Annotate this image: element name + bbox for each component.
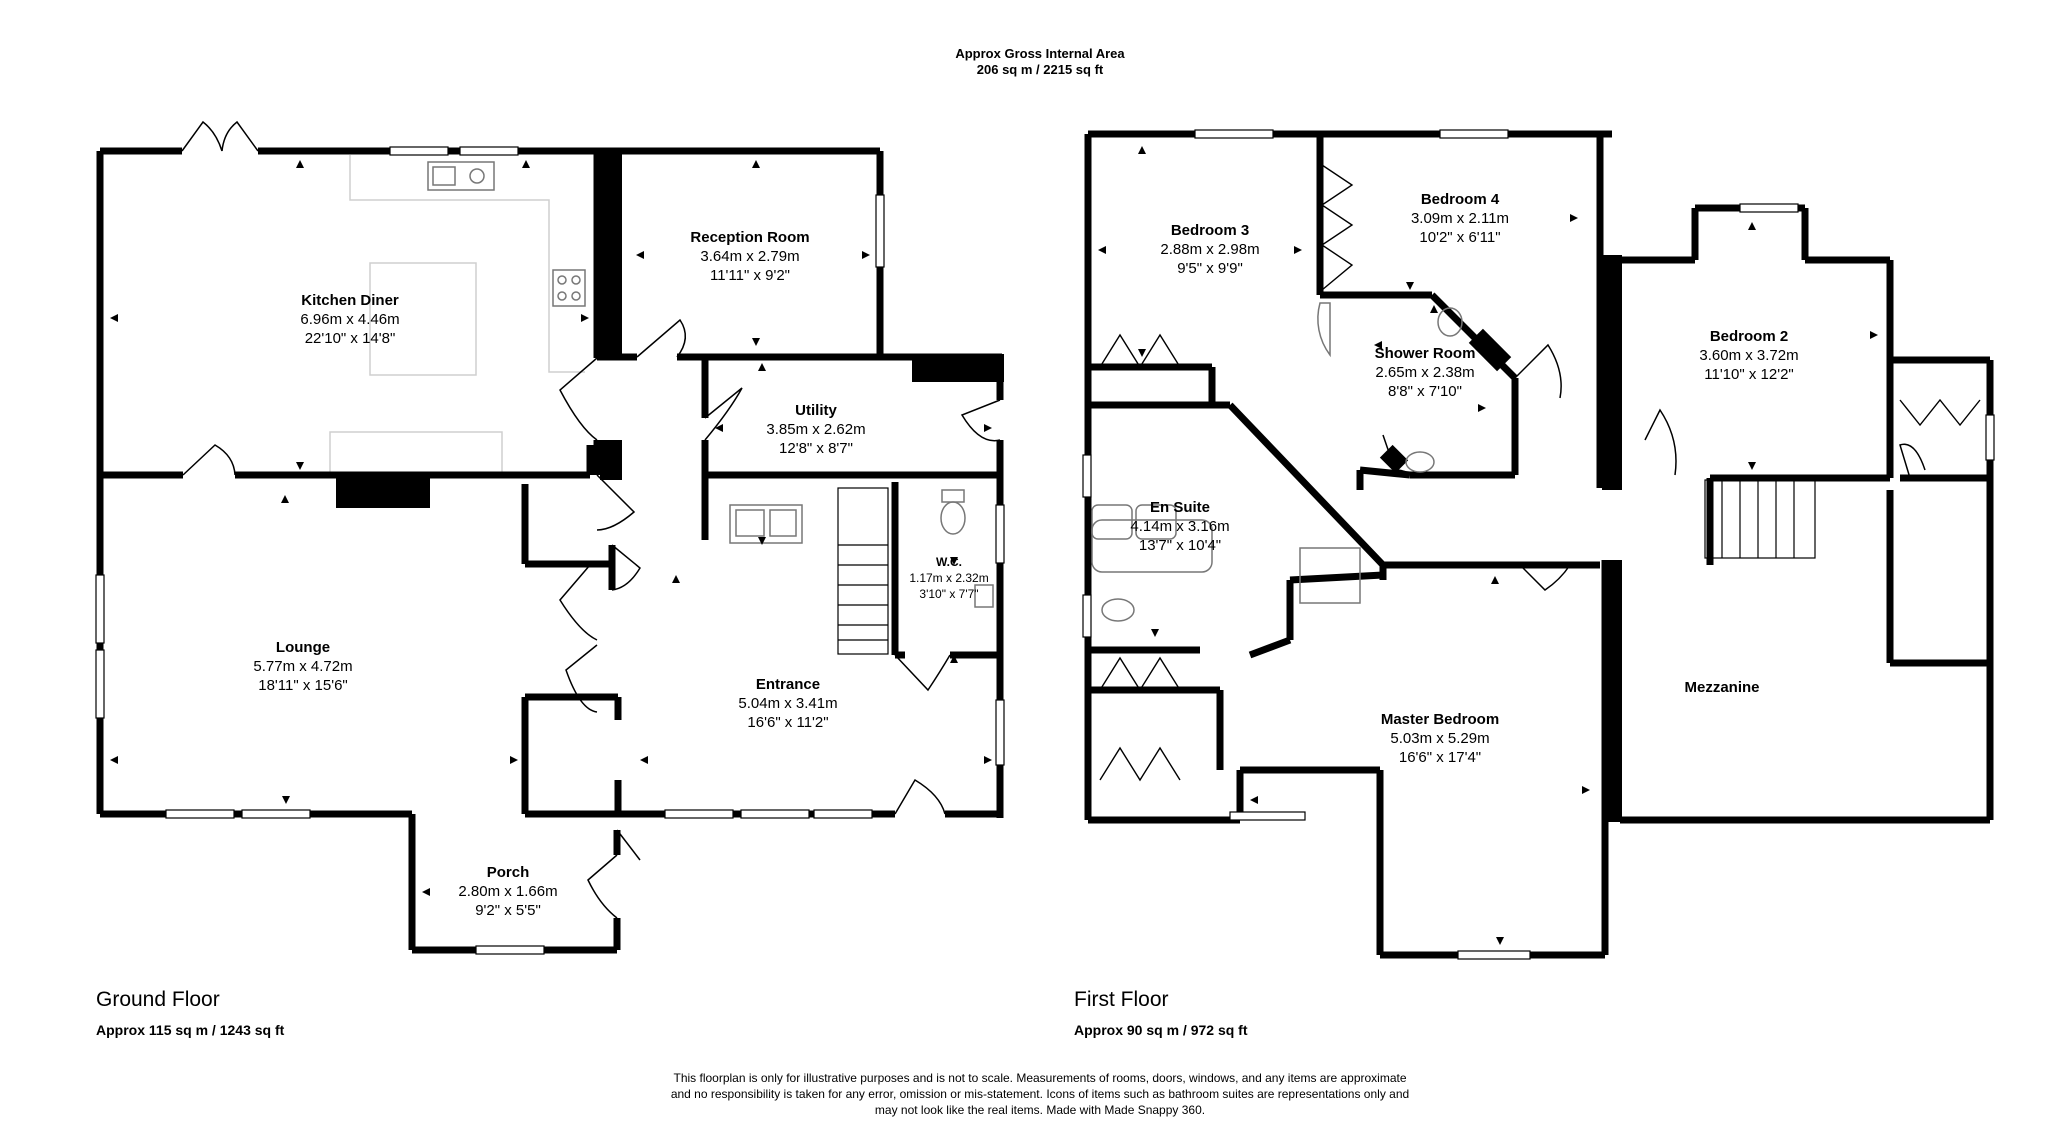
hob-icon bbox=[552, 269, 586, 307]
bathroom-fixtures bbox=[1091, 302, 1463, 622]
room-name: Reception Room bbox=[690, 229, 810, 246]
first-floor-title: First Floor bbox=[1074, 988, 1169, 1011]
room-imperial: 11'11" x 9'2" bbox=[709, 267, 791, 284]
room-mezzanine: Mezzanine bbox=[1684, 678, 1759, 697]
room-reception: Reception Room 3.64m x 2.79m 11'11" x 9'… bbox=[690, 228, 809, 285]
shower-pillar bbox=[1468, 328, 1512, 372]
room-imperial: 12'8" x 8'7" bbox=[779, 440, 853, 457]
room-metric: 1.17m x 2.32m bbox=[909, 571, 989, 585]
room-imperial: 10'2" x 6'11" bbox=[1419, 229, 1501, 246]
room-entrance: Entrance 5.04m x 3.41m 16'6" x 11'2" bbox=[738, 675, 837, 732]
room-wc: W.C. 1.17m x 2.32m 3'10" x 7'7" bbox=[909, 554, 988, 602]
sink-icon bbox=[427, 161, 495, 191]
wall-arrows bbox=[110, 160, 992, 896]
disclaimer: This floorplan is only for illustrative … bbox=[671, 1070, 1409, 1118]
room-metric: 2.65m x 2.38m bbox=[1375, 364, 1475, 381]
ground-floor-title: Ground Floor bbox=[96, 988, 220, 1011]
room-name: Bedroom 4 bbox=[1420, 191, 1500, 208]
room-imperial: 16'6" x 11'2" bbox=[747, 714, 829, 731]
ground-walls bbox=[96, 147, 1004, 954]
room-bedroom-3: Bedroom 3 2.88m x 2.98m 9'5" x 9'9" bbox=[1160, 221, 1259, 278]
first-windows bbox=[1082, 129, 1995, 960]
room-name: Bedroom 3 bbox=[1170, 222, 1250, 239]
room-metric: 3.60m x 3.72m bbox=[1699, 347, 1799, 364]
room-metric: 2.88m x 2.98m bbox=[1160, 241, 1260, 258]
room-metric: 5.03m x 5.29m bbox=[1390, 730, 1490, 747]
disclaimer-line: This floorplan is only for illustrative … bbox=[673, 1071, 1407, 1085]
room-name: Mezzanine bbox=[1684, 679, 1760, 696]
structural-wall-2 bbox=[1602, 560, 1622, 822]
structural-wall bbox=[1602, 255, 1622, 490]
stairs-ground bbox=[837, 487, 889, 655]
room-metric: 2.80m x 1.66m bbox=[458, 883, 558, 900]
room-name: Kitchen Diner bbox=[301, 292, 399, 309]
room-shower: Shower Room 2.65m x 2.38m 8'8" x 7'10" bbox=[1375, 344, 1476, 401]
room-utility: Utility 3.85m x 2.62m 12'8" x 8'7" bbox=[766, 401, 865, 458]
room-imperial: 11'10" x 12'2" bbox=[1704, 366, 1794, 383]
ground-floor-area: Approx 115 sq m / 1243 sq ft bbox=[96, 1022, 285, 1038]
fireplace bbox=[336, 478, 430, 508]
stairs-first bbox=[1704, 479, 1816, 559]
wc-toilet-icon bbox=[940, 489, 994, 608]
room-name: Bedroom 2 bbox=[1709, 328, 1789, 345]
room-metric: 5.04m x 3.41m bbox=[738, 695, 838, 712]
room-name: En Suite bbox=[1149, 499, 1210, 516]
room-lounge: Lounge 5.77m x 4.72m 18'11" x 15'6" bbox=[253, 638, 352, 695]
chimney-breast bbox=[600, 151, 622, 358]
room-imperial: 9'5" x 9'9" bbox=[1177, 260, 1243, 277]
room-bedroom-2: Bedroom 2 3.60m x 3.72m 11'10" x 12'2" bbox=[1699, 327, 1798, 384]
room-name: Master Bedroom bbox=[1380, 711, 1500, 728]
room-imperial: 18'11" x 15'6" bbox=[258, 677, 348, 694]
ground-windows bbox=[95, 146, 1005, 955]
room-en-suite: En Suite 4.14m x 3.16m 13'7" x 10'4" bbox=[1130, 498, 1229, 555]
first-floor-plan bbox=[1082, 129, 1995, 960]
room-name: Utility bbox=[795, 402, 837, 419]
room-imperial: 9'2" x 5'5" bbox=[475, 902, 541, 919]
disclaimer-line: and no responsibility is taken for any e… bbox=[670, 1087, 1410, 1101]
chimney-breast-lower bbox=[600, 440, 622, 480]
disclaimer-line: may not look like the real items. Made w… bbox=[874, 1103, 1206, 1117]
room-name: Shower Room bbox=[1374, 345, 1476, 362]
room-metric: 3.09m x 2.11m bbox=[1410, 210, 1510, 227]
wardrobes bbox=[1099, 164, 1981, 782]
room-name: Entrance bbox=[755, 676, 821, 693]
room-imperial: 22'10" x 14'8" bbox=[304, 330, 396, 347]
utility-sink-icon bbox=[729, 504, 803, 544]
room-metric: 5.77m x 4.72m bbox=[253, 658, 353, 675]
ground-doors bbox=[181, 120, 1001, 919]
utility-chimney bbox=[912, 354, 1004, 382]
first-doors bbox=[1382, 343, 1926, 591]
ensuite-pillar bbox=[1379, 444, 1409, 474]
gross-area-value: 206 sq m / 2215 sq ft bbox=[976, 62, 1104, 77]
room-imperial: 8'8" x 7'10" bbox=[1388, 383, 1462, 400]
room-metric: 3.85m x 2.62m bbox=[766, 421, 866, 438]
room-imperial: 3'10" x 7'7" bbox=[919, 587, 979, 601]
room-imperial: 16'6" x 17'4" bbox=[1398, 749, 1482, 766]
room-metric: 3.64m x 2.79m bbox=[700, 248, 800, 265]
room-porch: Porch 2.80m x 1.66m 9'2" x 5'5" bbox=[458, 863, 557, 920]
room-bedroom-4: Bedroom 4 3.09m x 2.11m 10'2" x 6'11" bbox=[1411, 190, 1509, 247]
ground-floor-plan bbox=[95, 120, 1005, 955]
room-name: Lounge bbox=[275, 639, 331, 656]
first-arrows bbox=[1098, 146, 1878, 945]
room-name: Porch bbox=[486, 864, 530, 881]
gross-area-label: Approx Gross Internal Area bbox=[955, 46, 1125, 61]
room-master-bedroom: Master Bedroom 5.03m x 5.29m 16'6" x 17'… bbox=[1381, 710, 1499, 767]
room-imperial: 13'7" x 10'4" bbox=[1138, 537, 1222, 554]
room-metric: 4.14m x 3.16m bbox=[1130, 518, 1230, 535]
room-metric: 6.96m x 4.46m bbox=[300, 311, 400, 328]
room-kitchen-diner: Kitchen Diner 6.96m x 4.46m 22'10" x 14'… bbox=[300, 291, 399, 348]
room-name: W.C. bbox=[936, 555, 962, 569]
first-floor-area: Approx 90 sq m / 972 sq ft bbox=[1074, 1022, 1248, 1038]
